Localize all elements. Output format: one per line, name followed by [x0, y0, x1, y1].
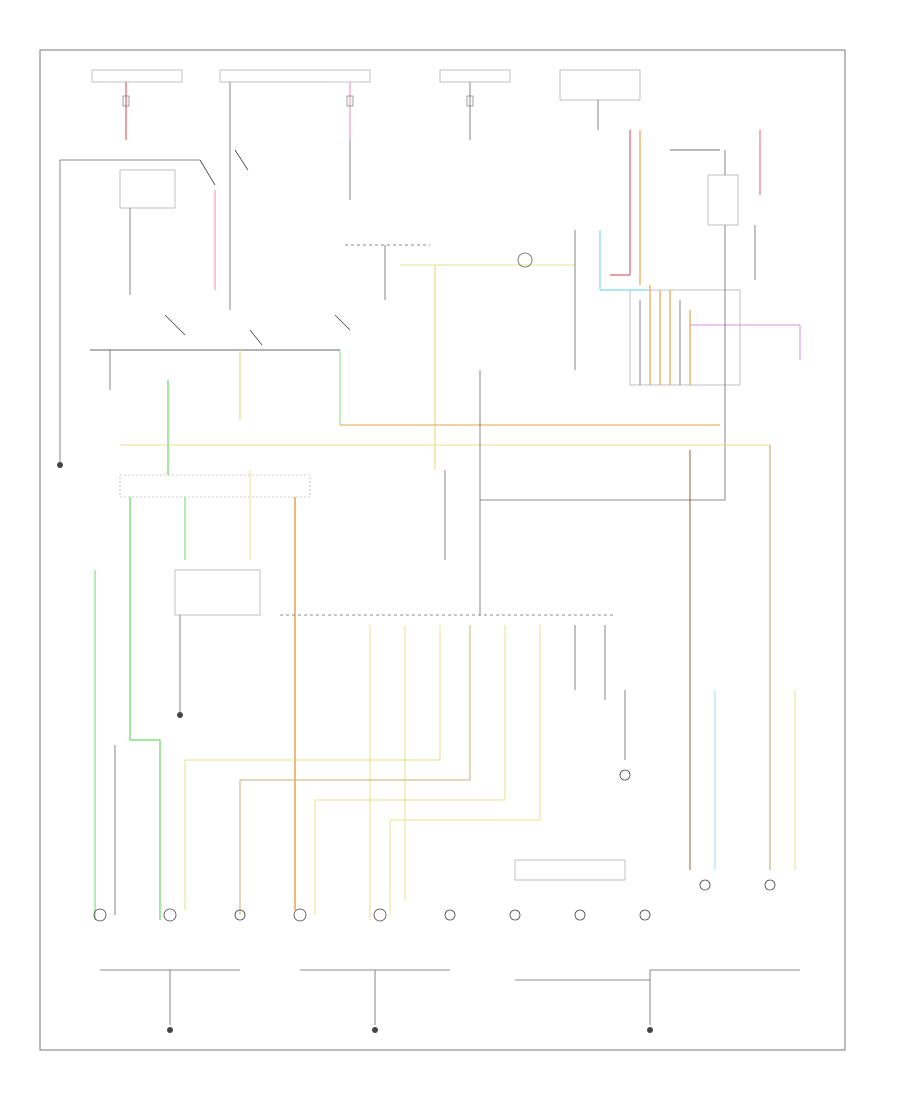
center-harness: [114, 370, 725, 920]
diagram-frame: [39, 49, 846, 1051]
top-fuse-block-4: [559, 69, 641, 130]
lamp-4: [293, 908, 307, 922]
transaxle-switch-group: [574, 130, 801, 386]
daytime-running-module-group: [119, 470, 311, 910]
ground-right: [647, 1027, 653, 1033]
lamp-12: [619, 769, 631, 781]
lamp-7: [509, 909, 521, 921]
lamp-row: [93, 769, 776, 922]
ground-top-left: [57, 462, 63, 468]
ground-left: [167, 1027, 173, 1033]
lamp-9: [639, 909, 651, 921]
flasher-group: [345, 140, 575, 470]
ground-mid-left: [177, 712, 183, 718]
bus-lines: [59, 424, 771, 870]
lamp-1: [93, 908, 107, 922]
right-lamp-feeds: [514, 690, 796, 881]
top-fuse-block-2: [219, 69, 371, 140]
lamp-2: [163, 908, 177, 922]
ground-bus: [100, 969, 800, 1025]
top-fuse-block-1: [91, 69, 183, 140]
lamp-5: [373, 908, 387, 922]
ground-center: [372, 1027, 378, 1033]
multi-function-switch-group: [94, 569, 261, 920]
lamp-3: [234, 909, 246, 921]
right-relay-group: [670, 130, 761, 500]
lamp-6: [444, 909, 456, 921]
lamp-11: [764, 879, 776, 891]
lamp-10: [699, 879, 711, 891]
lamp-8: [574, 909, 586, 921]
turn-hazard-switch-group: [90, 314, 351, 475]
headlamp-switch-group: [59, 130, 249, 430]
top-fuse-block-3: [439, 69, 511, 140]
